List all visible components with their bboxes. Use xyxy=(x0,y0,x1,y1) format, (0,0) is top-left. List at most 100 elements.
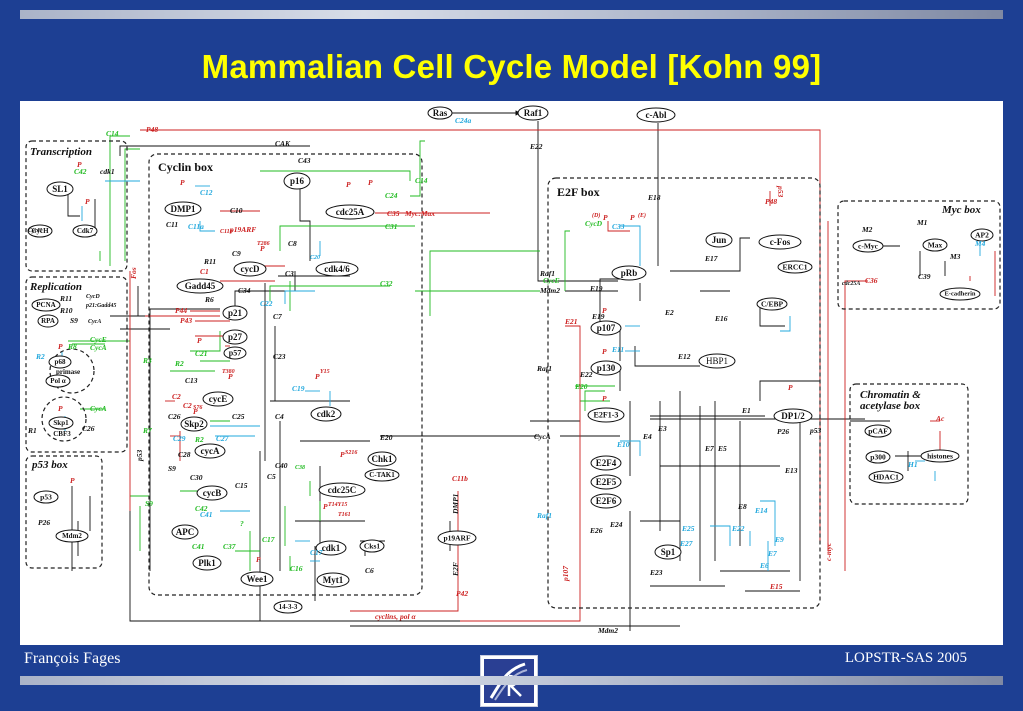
node-e2f13: E2F1-3 xyxy=(587,407,625,423)
svg-text:P: P xyxy=(260,244,265,253)
svg-text:C14: C14 xyxy=(415,176,428,185)
svg-text:P: P xyxy=(180,178,185,187)
svg-text:Y15: Y15 xyxy=(320,369,330,375)
svg-text:Myc:Max: Myc:Max xyxy=(404,209,435,218)
svg-text:C39: C39 xyxy=(918,272,931,281)
node-cyce: cycE xyxy=(202,391,234,407)
svg-text:C-TAK1: C-TAK1 xyxy=(369,471,395,479)
svg-text:P: P xyxy=(58,342,63,351)
svg-text:C11b: C11b xyxy=(452,474,468,483)
svg-text:14-3-3: 14-3-3 xyxy=(279,603,298,611)
svg-text:p53: p53 xyxy=(40,493,52,502)
svg-text:E18: E18 xyxy=(647,193,661,202)
node-cdk2: cdk2 xyxy=(310,406,342,422)
svg-text:E17: E17 xyxy=(704,254,718,263)
svg-text:S216: S216 xyxy=(345,450,357,456)
svg-text:R10: R10 xyxy=(59,306,73,315)
svg-text:C/EBP: C/EBP xyxy=(761,300,784,309)
label-cbf3: CBF3 xyxy=(53,430,71,438)
svg-text:Ras: Ras xyxy=(433,108,448,118)
node-cdk1: cdk1 xyxy=(315,540,347,556)
node-raf1: Raf1 xyxy=(517,105,549,121)
node-sp1: Sp1 xyxy=(654,544,682,560)
svg-text:cyclins, pol α: cyclins, pol α xyxy=(375,612,416,621)
svg-text:C13: C13 xyxy=(185,376,198,385)
svg-text:C10: C10 xyxy=(230,206,243,215)
svg-text:C1: C1 xyxy=(200,267,209,276)
node-e2f6: E2F6 xyxy=(590,493,622,509)
svg-text:SL1: SL1 xyxy=(52,184,68,194)
label-primase: primase xyxy=(56,368,80,376)
svg-text:R2: R2 xyxy=(174,359,184,368)
svg-text:p53: p53 xyxy=(776,185,785,198)
svg-text:Cks1: Cks1 xyxy=(364,542,381,551)
svg-text:C37: C37 xyxy=(223,542,236,551)
svg-text:E24: E24 xyxy=(609,520,623,529)
svg-text:AP2: AP2 xyxy=(975,231,989,240)
svg-text:E2: E2 xyxy=(664,308,674,317)
svg-text:Raf1: Raf1 xyxy=(539,269,555,278)
svg-text:p53: p53 xyxy=(809,426,822,435)
svg-text:C5: C5 xyxy=(267,472,276,481)
svg-text:C21: C21 xyxy=(195,349,208,358)
node-cabl: c-Abl xyxy=(636,107,676,123)
svg-text:S76: S76 xyxy=(193,405,202,411)
svg-text:M3: M3 xyxy=(949,252,961,261)
node-histones: histones xyxy=(920,449,960,463)
svg-text:Ac: Ac xyxy=(935,414,945,423)
node-hdac1: HDAC1 xyxy=(868,470,904,484)
svg-text:Raf1: Raf1 xyxy=(524,108,543,118)
box-title-e2f: E2F box xyxy=(557,185,600,199)
svg-text:R8: R8 xyxy=(67,342,77,351)
svg-text:C24a: C24a xyxy=(455,116,472,125)
node-p19arf: p19ARF xyxy=(437,530,477,546)
svg-text:P: P xyxy=(368,178,373,187)
svg-text:E11: E11 xyxy=(611,345,624,354)
svg-text:E4: E4 xyxy=(642,432,652,441)
svg-text:C26: C26 xyxy=(82,424,95,433)
svg-text:R3: R3 xyxy=(142,356,152,365)
node-skp1: Skp1 xyxy=(48,416,74,430)
node-wee1: Wee1 xyxy=(240,571,274,587)
svg-text:E14: E14 xyxy=(754,506,768,515)
svg-text:P48: P48 xyxy=(146,125,158,134)
node-cdc25c: cdc25C xyxy=(318,482,366,498)
svg-text:Raf1: Raf1 xyxy=(536,364,552,373)
svg-text:E1: E1 xyxy=(741,406,751,415)
svg-text:E20: E20 xyxy=(574,382,588,391)
svg-text:histones: histones xyxy=(927,452,953,461)
node-pcaf: pCAF xyxy=(864,424,892,438)
svg-text:Wee1: Wee1 xyxy=(247,574,268,584)
svg-text:P44: P44 xyxy=(175,306,187,315)
svg-text:cdk1: cdk1 xyxy=(100,167,115,176)
svg-text:C23: C23 xyxy=(273,352,286,361)
svg-text:E10: E10 xyxy=(616,440,630,449)
svg-text:CycH: CycH xyxy=(31,227,49,235)
svg-text:P: P xyxy=(323,502,328,511)
svg-text:S9: S9 xyxy=(168,464,176,473)
box-title-cyclin: Cyclin box xyxy=(158,160,213,174)
svg-text:Mdm2: Mdm2 xyxy=(62,532,82,540)
svg-text:cycB: cycB xyxy=(203,488,222,498)
svg-text:C2: C2 xyxy=(172,392,181,401)
svg-text:CycA: CycA xyxy=(90,343,107,352)
svg-text:P: P xyxy=(630,213,635,222)
svg-text:C17: C17 xyxy=(262,535,275,544)
node-dmp1: DMP1 xyxy=(164,201,202,217)
svg-text:C20: C20 xyxy=(310,255,320,261)
node-p300: p300 xyxy=(865,450,891,464)
node-chk1: Chk1 xyxy=(367,451,397,467)
svg-text:C7: C7 xyxy=(273,312,282,321)
svg-text:E16: E16 xyxy=(714,314,728,323)
svg-text:C30: C30 xyxy=(190,473,203,482)
svg-text:S9: S9 xyxy=(145,499,153,508)
svg-text:CycA: CycA xyxy=(90,404,107,413)
svg-text:C9: C9 xyxy=(232,249,241,258)
svg-text:RPA: RPA xyxy=(41,317,55,325)
node-cycb: cycB xyxy=(196,485,228,501)
svg-text:c-Abl: c-Abl xyxy=(646,110,667,120)
conference-name: LOPSTR-SAS 2005 xyxy=(844,650,967,666)
svg-text:p107: p107 xyxy=(561,566,570,582)
svg-text:C34: C34 xyxy=(238,286,251,295)
svg-text:C11b: C11b xyxy=(220,229,233,235)
